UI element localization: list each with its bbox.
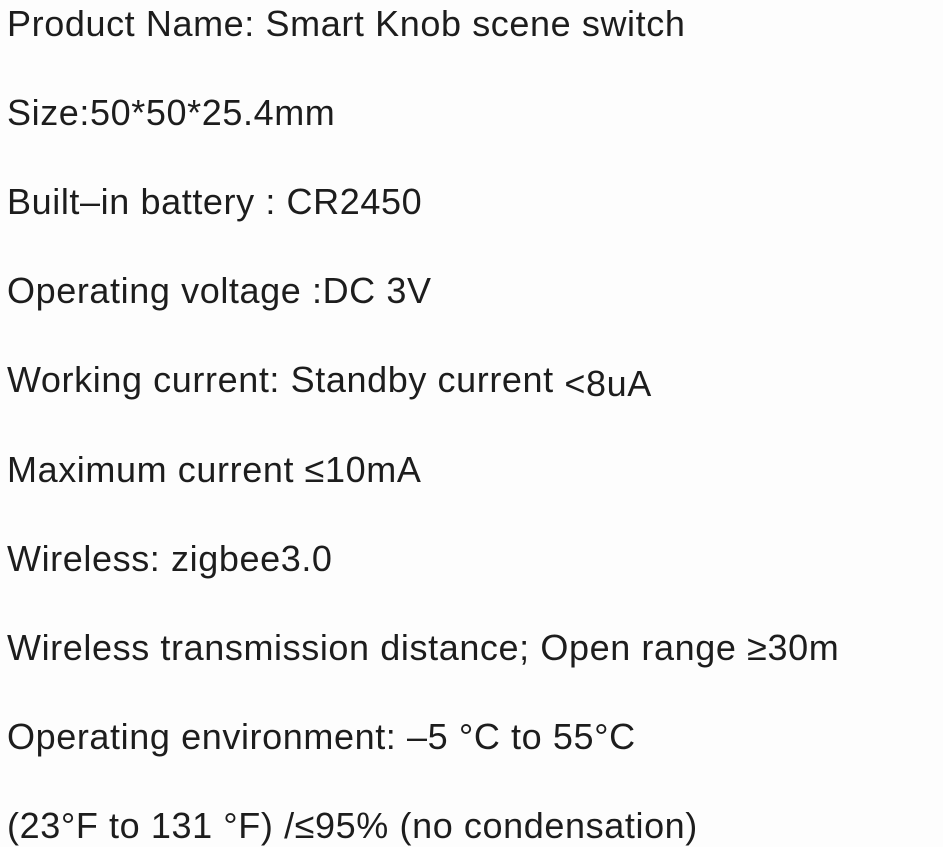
spec-line-operating-voltage: Operating voltage :DC 3V [7,270,432,311]
spec-line-operating-environment: Operating environment: –5 °C to 55°C [7,716,636,757]
working-current-value: <8uA [564,363,652,404]
spec-line-working-current: Working current: Standby current <8uA [7,358,652,404]
spec-line-product-name: Product Name: Smart Knob scene switch [7,3,686,44]
spec-line-transmission-distance: Wireless transmission distance; Open ran… [7,627,840,668]
spec-line-wireless-protocol: Wireless: zigbee3.0 [7,538,333,579]
working-current-label: Working current: Standby current [7,359,565,400]
spec-line-size: Size:50*50*25.4mm [7,92,336,133]
spec-line-maximum-current: Maximum current ≤10mA [7,449,422,490]
spec-line-battery: Built–in battery : CR2450 [7,181,423,222]
spec-line-environment-fahrenheit-humidity: (23°F to 131 °F) /≤95% (no condensation) [7,805,698,846]
